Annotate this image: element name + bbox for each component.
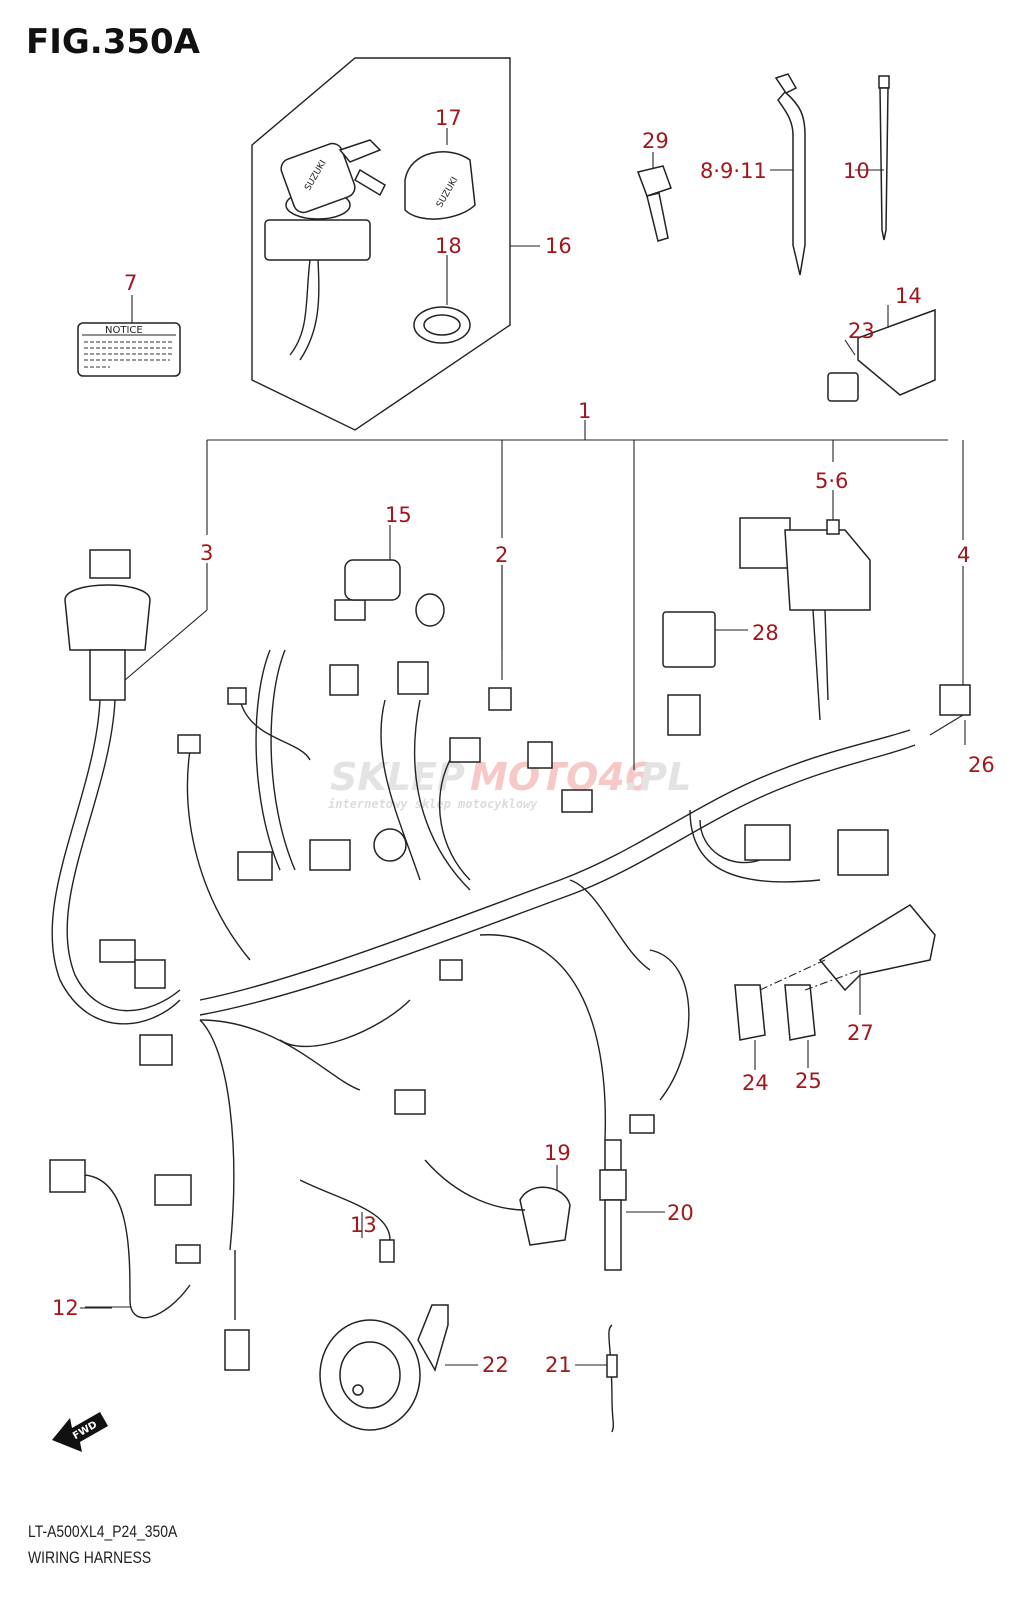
fuse-box[interactable] (739, 517, 871, 721)
connector (629, 1114, 655, 1134)
connector (175, 1244, 201, 1264)
connector (334, 599, 366, 621)
callout-12: 12 (52, 1296, 79, 1320)
callout-19: 19 (544, 1141, 571, 1165)
main-switch[interactable] (344, 525, 445, 627)
callout-15: 15 (385, 503, 412, 527)
connector (139, 1034, 173, 1066)
callout-4: 4 (957, 543, 970, 567)
connector (439, 959, 463, 981)
callout-13: 13 (350, 1213, 377, 1237)
clamp-19[interactable] (424, 1159, 571, 1246)
forward-arrow-icon: FWD (52, 1412, 108, 1452)
bracket-27[interactable] (734, 904, 936, 1070)
connector (449, 737, 481, 763)
fuse (826, 519, 840, 535)
fuse-box-cover (739, 517, 791, 569)
connector (154, 1174, 192, 1206)
callout-10: 10 (843, 159, 870, 183)
sub-harness-12[interactable] (84, 1174, 191, 1319)
callout-5-6: 5·6 (815, 469, 848, 493)
figure-name: WIRING HARNESS (28, 1548, 152, 1567)
main-harness[interactable] (186, 649, 916, 1320)
connector (224, 1329, 250, 1371)
watermark: SKLEP MOTO46 .PL internetowy sklep motoc… (328, 755, 692, 811)
callout-2: 2 (495, 543, 508, 567)
figure-title: FIG.350A (26, 22, 200, 62)
callout-25: 25 (795, 1069, 822, 1093)
o2-sensor[interactable] (599, 1139, 665, 1271)
cable-tie-short[interactable] (855, 75, 890, 241)
connector (837, 829, 889, 876)
callout-29: 29 (642, 129, 669, 153)
connector-2 (488, 687, 512, 711)
connectors[interactable] (49, 599, 971, 1371)
ignition-switch-set[interactable]: SUZUKI SUZUKI (251, 57, 540, 431)
connector-round (373, 828, 407, 862)
connector (177, 734, 201, 754)
watermark-subtitle: internetowy sklep motocyklowy (328, 797, 538, 811)
callout-28: 28 (752, 621, 779, 645)
callout-8-9-11: 8·9·11 (700, 159, 767, 183)
notice-title: NOTICE (105, 325, 143, 336)
part-group-frame (251, 57, 511, 431)
notice-label[interactable]: NOTICE (77, 295, 181, 377)
connector (394, 1089, 426, 1115)
connector (527, 741, 553, 769)
callout-7: 7 (124, 271, 137, 295)
callout-14: 14 (895, 284, 922, 308)
connector (329, 664, 359, 696)
sub-harness-13[interactable] (299, 1179, 391, 1241)
connector (237, 851, 273, 881)
connector-13 (379, 1239, 395, 1263)
callouts: 1 2 3 4 5·6 7 8·9·11 10 12 13 14 15 16 1… (52, 106, 995, 1377)
watermark-red: MOTO46 (470, 755, 651, 799)
watermark-tail: .PL (625, 755, 692, 799)
harness-bracket (124, 420, 964, 770)
connector-26 (939, 684, 971, 716)
part-24 (734, 984, 766, 1041)
spring-21[interactable] (575, 1324, 618, 1433)
part-25 (784, 984, 816, 1041)
connector (227, 687, 247, 705)
connector (397, 661, 429, 695)
connector (99, 939, 136, 963)
connector (744, 824, 791, 861)
model-code: LT-A500XL4_P24_350A (28, 1522, 178, 1541)
callout-21: 21 (545, 1353, 572, 1377)
connector (134, 959, 166, 989)
callout-26: 26 (968, 753, 995, 777)
connector (309, 839, 351, 871)
callout-16: 16 (545, 234, 572, 258)
callout-22: 22 (482, 1353, 509, 1377)
callout-18: 18 (435, 234, 462, 258)
callout-23: 23 (848, 319, 875, 343)
leader-lines (80, 128, 966, 1309)
watermark-gray: SKLEP (330, 755, 465, 799)
ignition-cap (280, 142, 356, 214)
callout-20: 20 (667, 1201, 694, 1225)
connector-12 (49, 1159, 86, 1193)
cable-tie-long[interactable] (770, 73, 806, 276)
sub-harness-3[interactable] (51, 549, 181, 1025)
ignition-key[interactable] (636, 152, 672, 242)
ignition-cap-spare (404, 151, 476, 220)
connector (561, 789, 593, 813)
relay-bracket[interactable] (827, 305, 936, 402)
callout-24: 24 (742, 1071, 769, 1095)
relay-28[interactable] (662, 611, 748, 668)
horn[interactable] (319, 1304, 478, 1431)
relay (827, 372, 859, 402)
ignition-switch-body (264, 219, 371, 261)
callout-27: 27 (847, 1021, 874, 1045)
connector (667, 694, 701, 736)
callout-3: 3 (200, 541, 213, 565)
callout-1: 1 (578, 399, 591, 423)
callout-17: 17 (435, 106, 462, 130)
